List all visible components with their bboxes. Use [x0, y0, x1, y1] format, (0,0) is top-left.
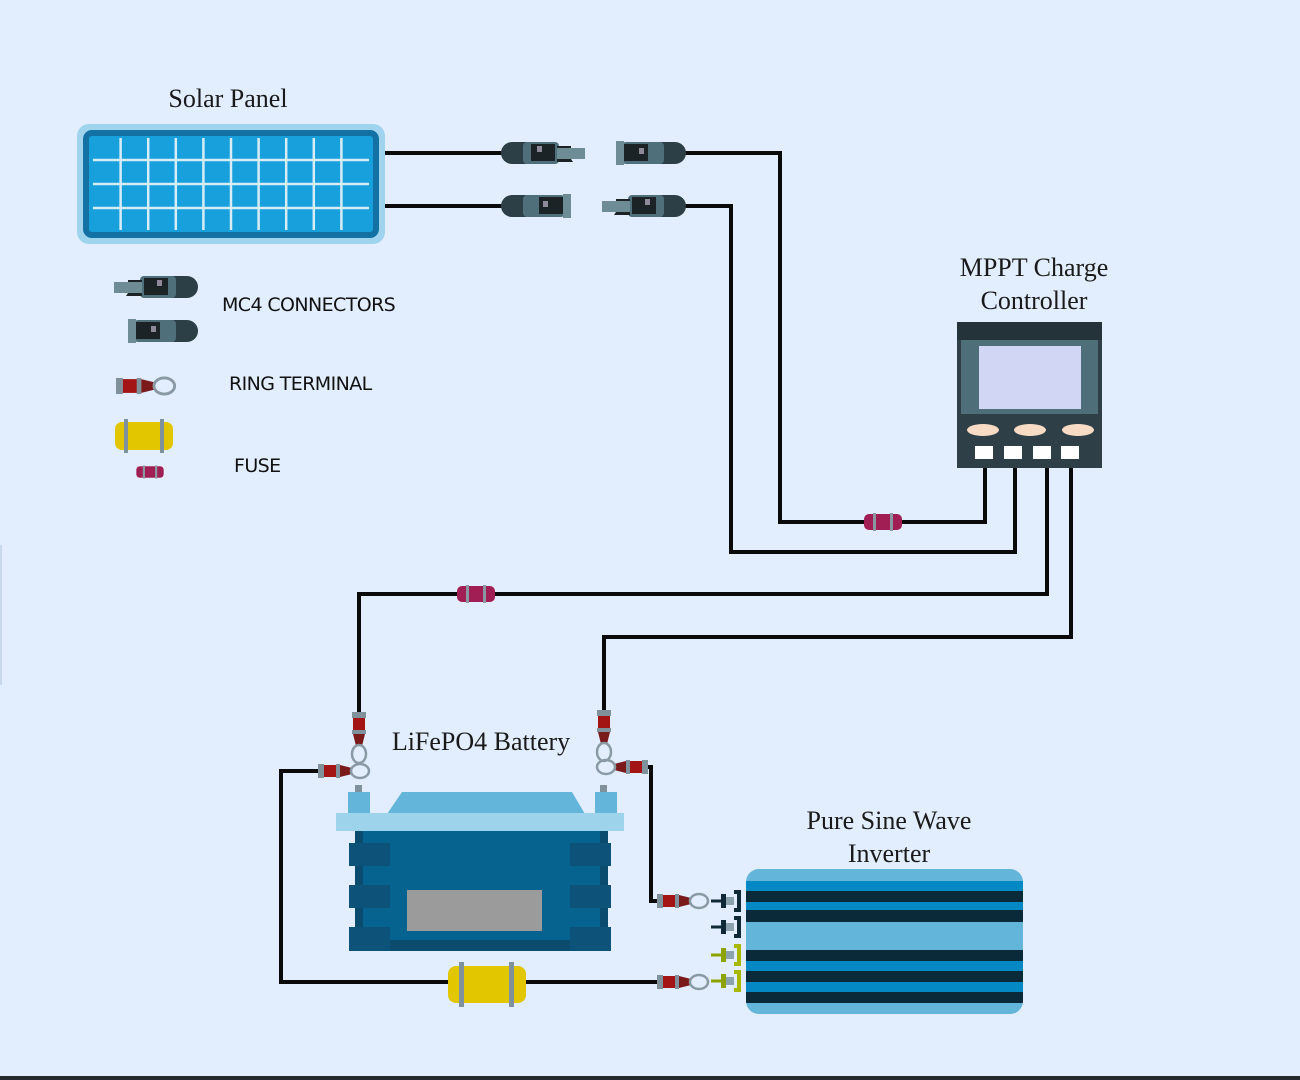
legend-item-mc4: MC4 CONNECTORS	[114, 276, 396, 343]
solar-cell-grid	[93, 138, 369, 230]
fuse-pv-line	[864, 513, 902, 531]
main-fuse	[448, 962, 526, 1007]
mc4-female-connector-icon	[616, 141, 686, 165]
controller-terminal	[975, 446, 993, 459]
fuse-large-icon	[115, 422, 173, 450]
ring-terminal-icon	[655, 973, 710, 991]
mc4-female-connector-icon	[501, 194, 571, 218]
ring-terminal-icon	[595, 708, 613, 763]
inverter-label-line1: Pure Sine Wave	[807, 806, 972, 835]
solar-panel[interactable]: Solar Panel	[77, 84, 385, 244]
inverter-ground-plug-icon	[711, 970, 741, 992]
mc4-connector-pair-positive	[501, 141, 686, 165]
wires	[279, 151, 1073, 984]
controller-terminal	[1004, 446, 1022, 459]
battery-negative-terminal-connections	[595, 708, 650, 776]
inverter[interactable]: Pure Sine Wave Inverter	[746, 806, 1023, 1014]
window-bottom-border	[0, 1076, 1300, 1080]
mc4-connector-icon	[128, 319, 198, 343]
controller-terminal	[1033, 446, 1051, 459]
solar-panel-label: Solar Panel	[168, 84, 287, 113]
legend-label-fuse: FUSE	[234, 455, 281, 477]
battery-label-plate	[407, 890, 542, 931]
inverter-label-line2: Inverter	[848, 839, 931, 868]
fuse-large-icon	[448, 966, 526, 1003]
ring-terminal-icon	[114, 376, 177, 396]
battery[interactable]: LiFePO4 Battery	[336, 727, 624, 951]
controller-display	[979, 346, 1081, 409]
controller-button[interactable]	[1014, 424, 1046, 436]
mc4-connector-icon	[114, 276, 198, 298]
legend-label-mc4: MC4 CONNECTORS	[222, 294, 395, 316]
wire-controller-to-battery-positive	[357, 468, 1049, 718]
battery-label: LiFePO4 Battery	[392, 727, 570, 756]
window-edge	[0, 545, 2, 685]
wire-pv-positive-to-controller	[684, 151, 987, 524]
wire-pv-negative-to-controller	[684, 204, 1017, 554]
legend-item-fuse: FUSE	[115, 419, 281, 479]
legend-label-ring-terminal: RING TERMINAL	[229, 373, 373, 395]
fuse-small-icon	[136, 465, 164, 479]
mc4-connector-pair-negative	[501, 194, 686, 218]
mc4-male-connector-icon	[501, 142, 585, 164]
mc4-male-connector-icon	[602, 195, 686, 217]
inverter-input-connections	[655, 890, 741, 992]
controller-button[interactable]	[967, 424, 999, 436]
legend-item-ring-terminal: RING TERMINAL	[114, 373, 373, 396]
controller-terminal	[1061, 446, 1079, 459]
charge-controller-label-line2: Controller	[981, 286, 1088, 315]
battery-positive-terminal-connections	[316, 710, 371, 780]
inverter-dc-input-plug-icon	[711, 890, 741, 912]
fuse-battery-line	[457, 585, 495, 603]
inverter-dc-input-plug-icon	[711, 916, 741, 938]
ring-terminal-icon	[316, 762, 371, 780]
controller-button[interactable]	[1062, 424, 1094, 436]
inverter-ground-plug-icon	[711, 944, 741, 966]
ring-terminal-icon	[350, 710, 368, 765]
ring-terminal-icon	[655, 892, 710, 910]
wire-controller-to-battery-negative	[602, 468, 1073, 718]
legend: MC4 CONNECTORS RING TERMINAL FUSE	[114, 276, 396, 479]
wire-battery-negative-to-inverter	[640, 765, 660, 903]
charge-controller-label-line1: MPPT Charge	[960, 253, 1109, 282]
charge-controller[interactable]: MPPT Charge Controller	[957, 253, 1108, 468]
